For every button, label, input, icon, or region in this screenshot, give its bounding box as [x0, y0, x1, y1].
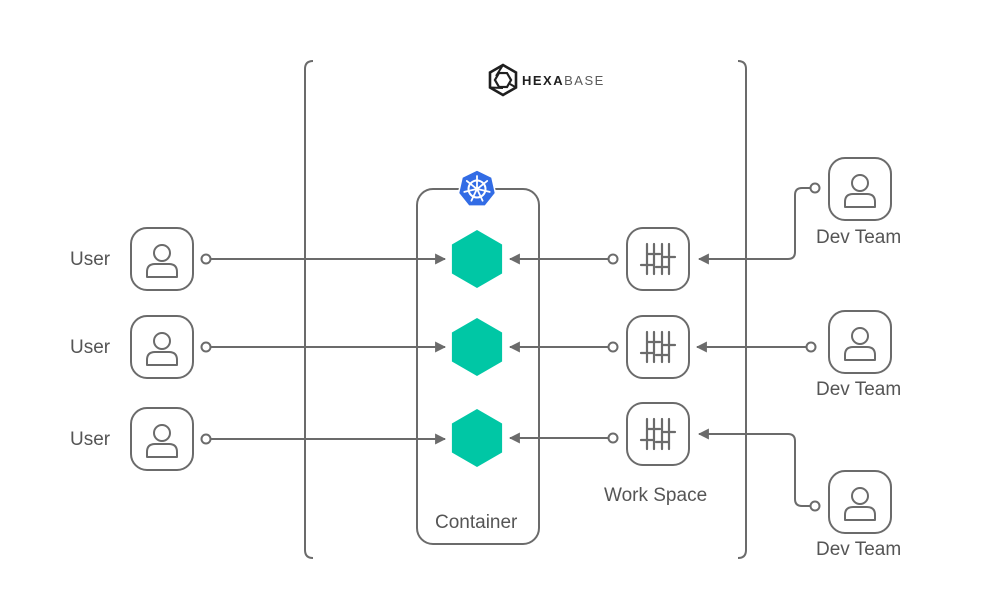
- brand-name-bold: HEXA: [522, 73, 565, 88]
- devteam-node-1: [828, 157, 892, 221]
- user-node-2: [130, 315, 194, 379]
- right-bracket: [737, 60, 747, 559]
- devteam-label-3: Dev Team: [816, 539, 902, 560]
- connector-dot: [805, 341, 817, 353]
- workspace-node-1: [626, 227, 690, 291]
- devteam-to-workspace-arrow: [697, 428, 810, 507]
- devteam-label-1: Dev Team: [816, 227, 902, 248]
- pod-hexagon-2: [451, 318, 503, 376]
- connector-dot: [200, 433, 212, 445]
- connector-dot: [809, 500, 821, 512]
- connector-dot: [607, 341, 619, 353]
- user-node-1: [130, 227, 194, 291]
- user-label-1: User: [70, 249, 111, 270]
- hexabase-logo-icon: [488, 63, 518, 97]
- user-node-3: [130, 407, 194, 471]
- connector-dot: [809, 182, 821, 194]
- pod-hexagon-1: [451, 230, 503, 288]
- workspace-label: Work Space: [604, 485, 708, 506]
- connector-dot: [607, 432, 619, 444]
- connector-dot: [607, 253, 619, 265]
- devteam-to-workspace-arrow: [697, 187, 810, 265]
- container-label: Container: [435, 512, 518, 533]
- workspace-node-3: [626, 402, 690, 466]
- devteam-node-3: [828, 470, 892, 534]
- workspace-node-2: [626, 315, 690, 379]
- connector-dot: [200, 341, 212, 353]
- devteam-node-2: [828, 310, 892, 374]
- devteam-label-2: Dev Team: [816, 379, 902, 400]
- user-label-2: User: [70, 337, 111, 358]
- left-bracket: [304, 60, 314, 559]
- brand-wordmark: HEXABASE: [522, 74, 605, 87]
- kubernetes-wheel-icon: [457, 169, 497, 207]
- brand-name-light: BASE: [564, 73, 605, 88]
- connector-dot: [200, 253, 212, 265]
- user-label-3: User: [70, 429, 111, 450]
- pod-hexagon-3: [451, 409, 503, 467]
